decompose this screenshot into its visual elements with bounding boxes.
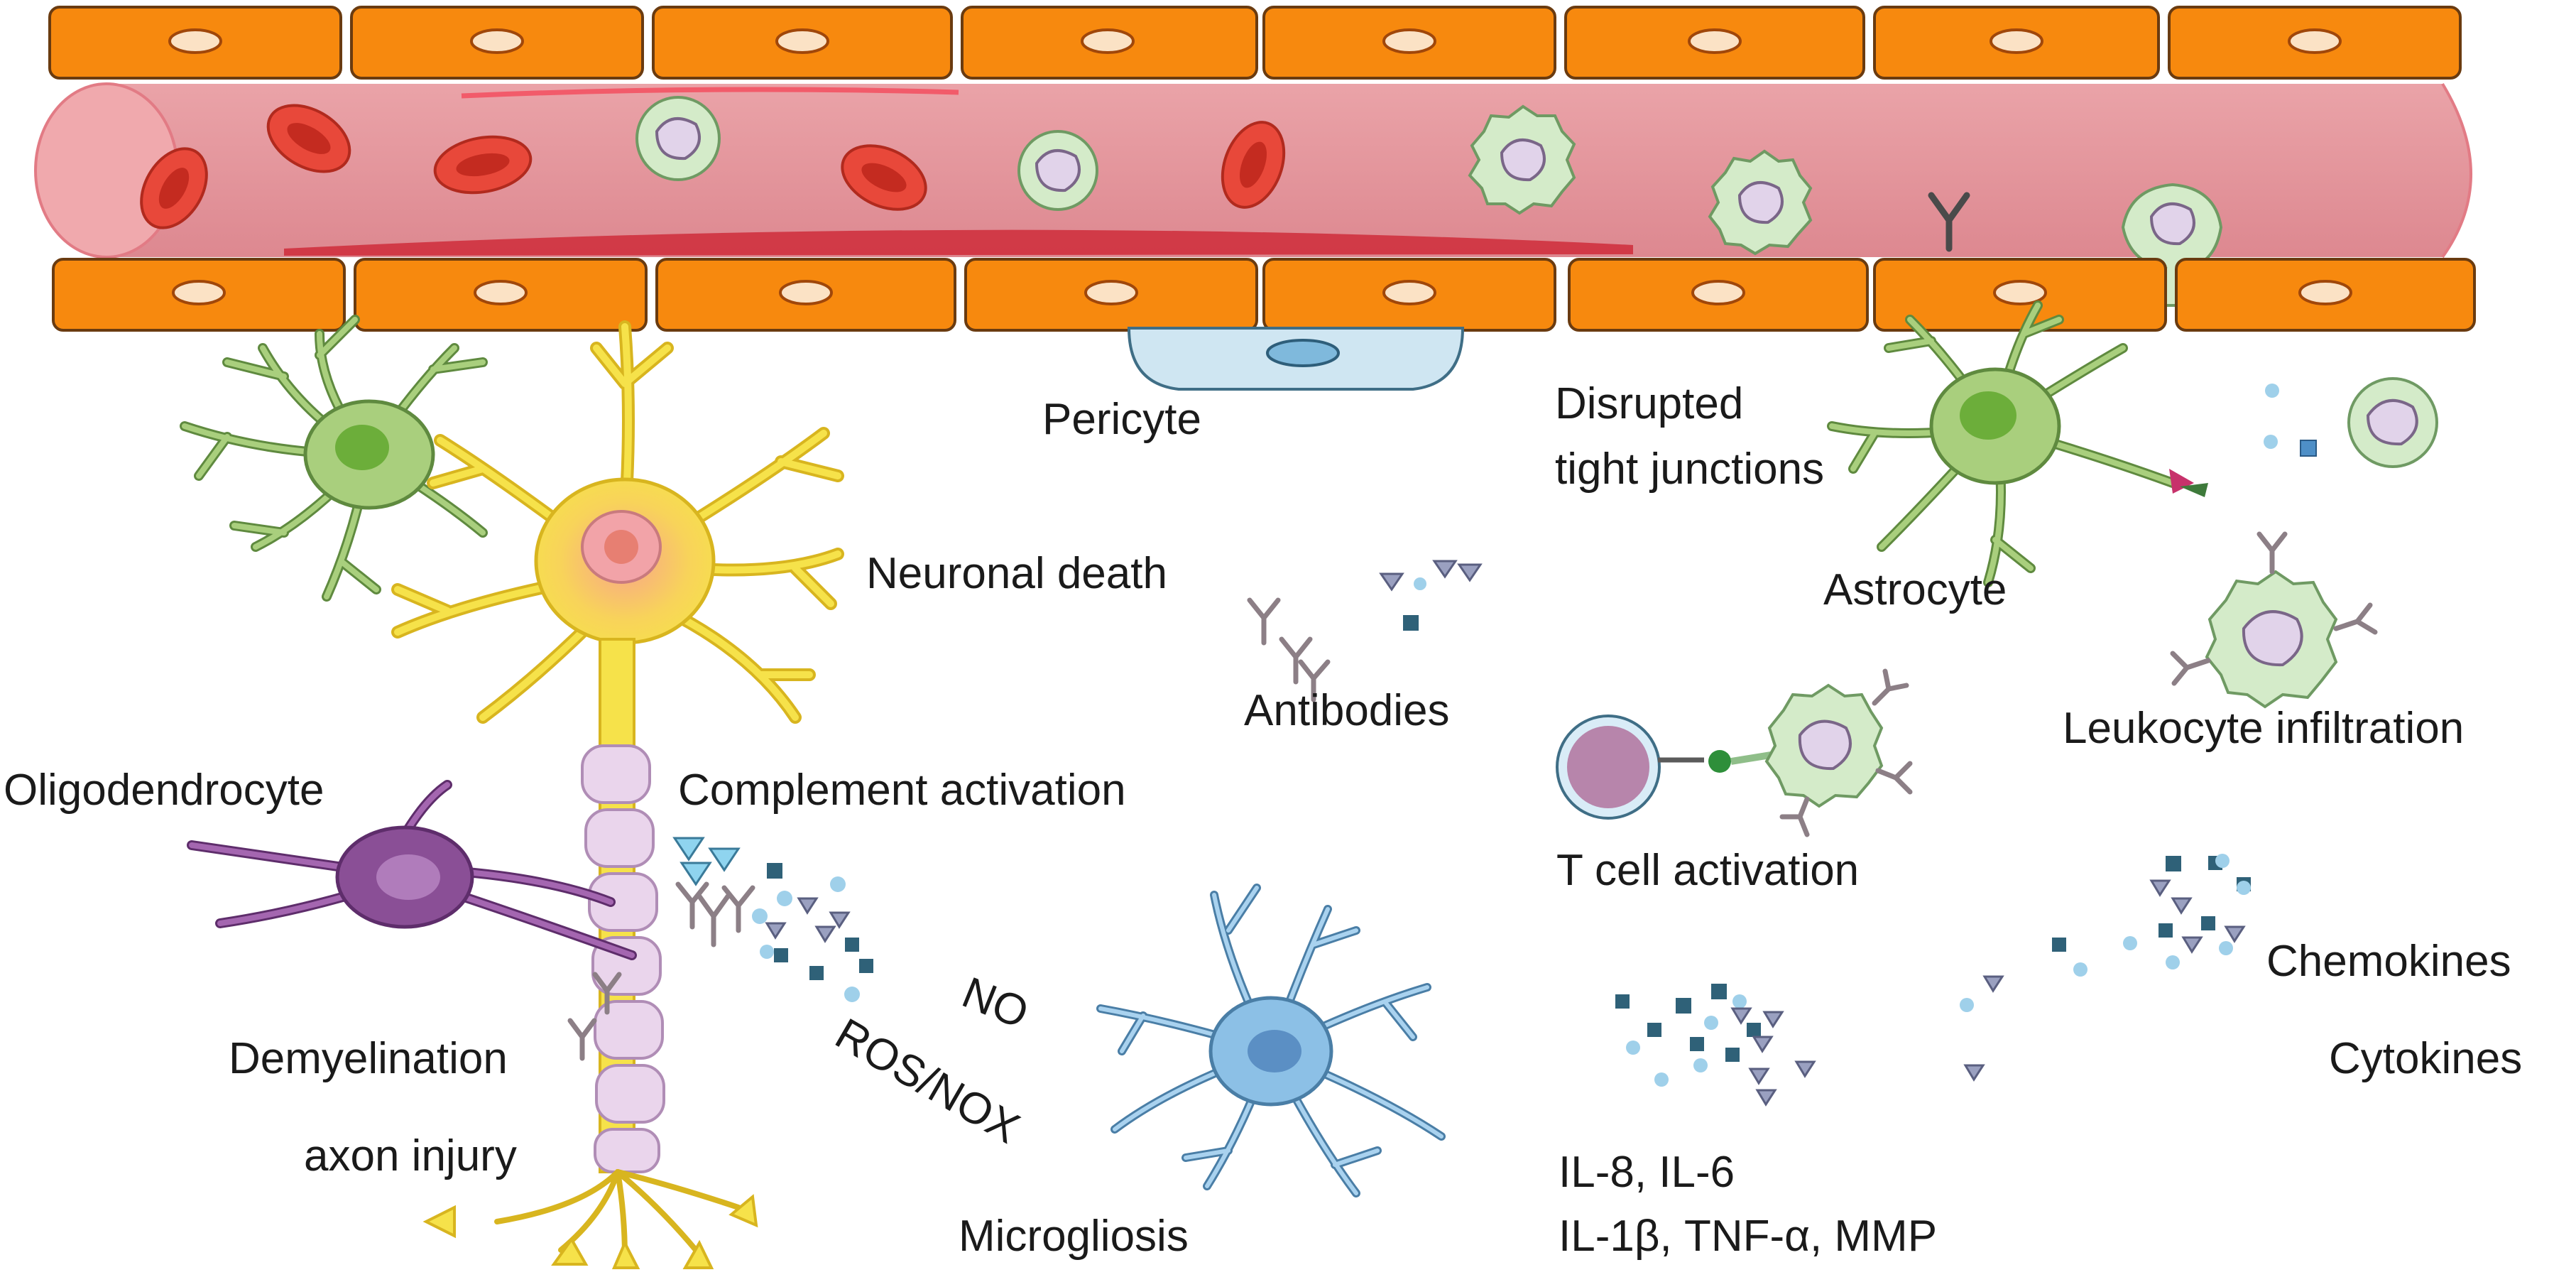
pericyte-cell (1127, 327, 1465, 391)
label-microgliosis: Microgliosis (959, 1212, 1189, 1261)
label-antibodies: Antibodies (1244, 686, 1450, 735)
endothelial-cell (655, 258, 956, 332)
endothelial-cell (2175, 258, 2476, 332)
endothelial-cell (52, 258, 346, 332)
endothelial-cell (2168, 6, 2462, 80)
label-disrupted-line2: tight junctions (1555, 445, 1825, 494)
oligodendrocyte-cell (187, 780, 637, 960)
leukocyte (1708, 149, 1813, 256)
leukocyte (1468, 104, 1576, 215)
chemokine-cluster (1960, 854, 2251, 1082)
complement-molecules (672, 837, 873, 1002)
microglia-cell (1096, 884, 1446, 1197)
label-chemokines: Chemokines (2266, 937, 2511, 986)
label-oligodendrocyte: Oligodendrocyte (4, 766, 324, 815)
endothelial-cell (1873, 258, 2167, 332)
label-complement-activation: Complement activation (678, 766, 1126, 815)
red-blood-cell (266, 104, 351, 173)
endothelial-cell (354, 258, 648, 332)
label-cytokines: Cytokines (2329, 1034, 2523, 1083)
label-t-cell-activation: T cell activation (1556, 846, 1860, 895)
leukocyte (635, 96, 721, 181)
red-blood-cell (841, 144, 927, 211)
endothelial-row-top (48, 6, 2462, 80)
molecules-top (1379, 560, 1483, 631)
astrocyte-right (1827, 300, 2208, 587)
endothelial-cell (1262, 258, 1556, 332)
label-astrocyte: Astrocyte (1823, 565, 2007, 614)
red-blood-cell (1221, 121, 1286, 209)
endothelial-cell (1873, 6, 2160, 80)
label-interleukins-line1: IL-8, IL-6 (1559, 1148, 1735, 1197)
label-axon-injury: axon injury (304, 1131, 517, 1180)
astrocyte-left (180, 315, 488, 602)
antibody (1928, 192, 1970, 252)
cytokine-cluster (1615, 984, 1816, 1107)
label-interleukins-line2: IL-1β, TNF-α, MMP (1559, 1212, 1938, 1261)
leukocyte (1017, 130, 1098, 211)
leukocyte-extravasating (2121, 183, 2223, 307)
red-blood-cell (140, 147, 208, 229)
molecules-right-top (2264, 384, 2317, 457)
label-neuronal-death: Neuronal death (866, 549, 1167, 598)
endothelial-row-bottom (52, 258, 2476, 332)
leukocyte-tissue (2347, 377, 2438, 468)
leukocyte-infiltrating (2170, 531, 2378, 709)
endothelial-cell (652, 6, 953, 80)
red-blood-cell (433, 135, 533, 195)
endothelial-cell (1564, 6, 1865, 80)
t-cell-activation-graphic (1556, 668, 1913, 837)
endothelial-cell (350, 6, 644, 80)
label-pericyte: Pericyte (1042, 395, 1201, 444)
red-blood-cells (140, 104, 1286, 229)
endothelial-cell (48, 6, 342, 80)
endothelial-cell (961, 6, 1258, 80)
label-disrupted-line1: Disrupted (1555, 379, 1744, 428)
antibodies-group (567, 597, 1331, 1061)
leukocytes-in-vessel (635, 96, 2223, 307)
label-leukocyte-infiltration: Leukocyte infiltration (2063, 704, 2465, 753)
label-demyelination: Demyelination (229, 1034, 508, 1083)
endothelial-cell (1568, 258, 1869, 332)
endothelial-cell (1262, 6, 1556, 80)
endothelial-cell (964, 258, 1258, 332)
myelinated-axon (422, 638, 758, 1269)
neuron (391, 320, 844, 724)
